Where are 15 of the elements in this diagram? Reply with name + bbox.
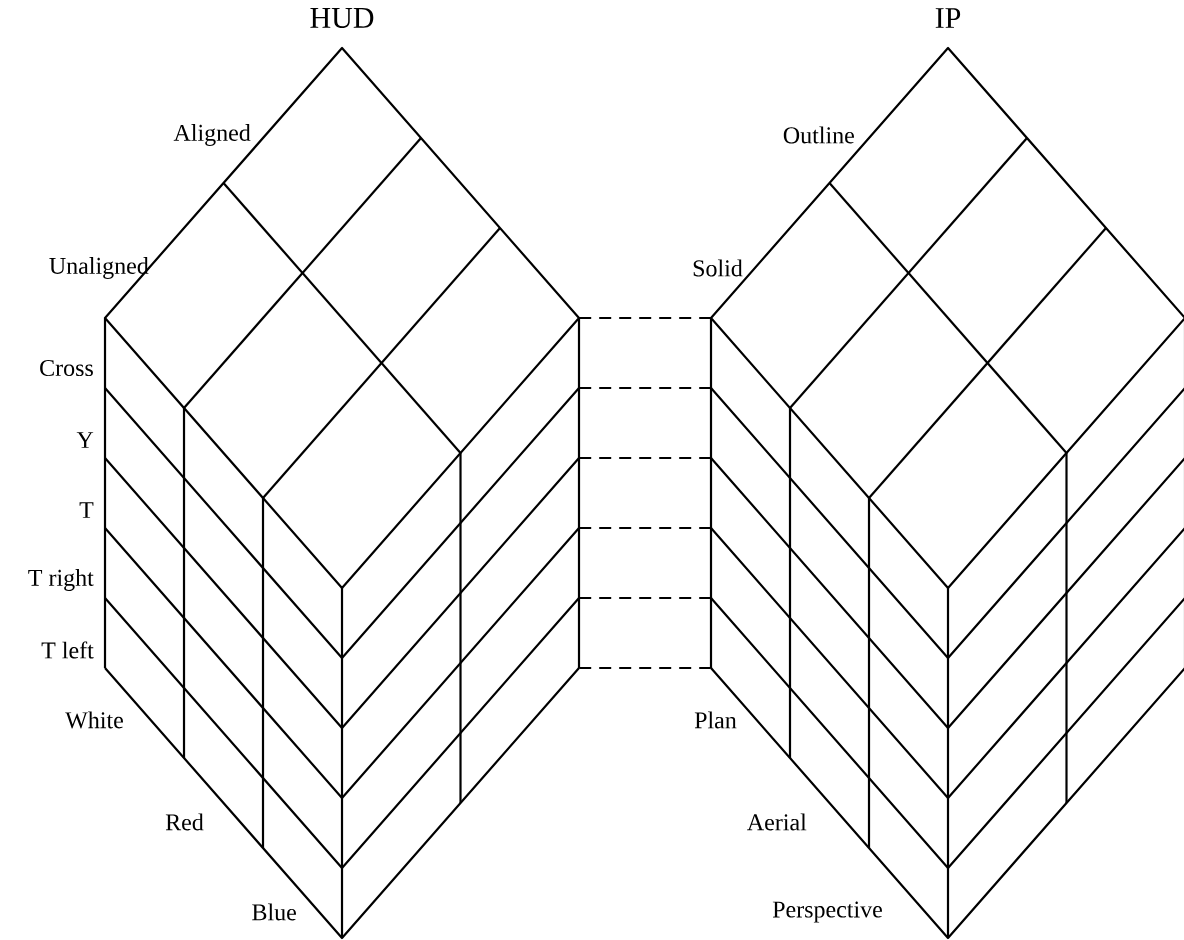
- axis-label: Plan: [694, 711, 737, 729]
- cube-title: IP: [935, 8, 961, 28]
- dashed-connector: [579, 666, 711, 670]
- axis-label: White: [65, 711, 123, 729]
- dashed-connector: [579, 316, 711, 320]
- dashed-connector: [579, 456, 711, 460]
- axis-label: T left: [41, 641, 94, 659]
- axis-label: Aerial: [747, 813, 807, 831]
- dashed-connector: [579, 596, 711, 600]
- cube-title: HUD: [310, 8, 374, 28]
- dashed-connector: [579, 526, 711, 530]
- dashed-connector: [579, 386, 711, 390]
- axis-label: Perspective: [772, 901, 882, 923]
- axis-label: Blue: [252, 903, 296, 921]
- axis-label: Red: [165, 813, 204, 831]
